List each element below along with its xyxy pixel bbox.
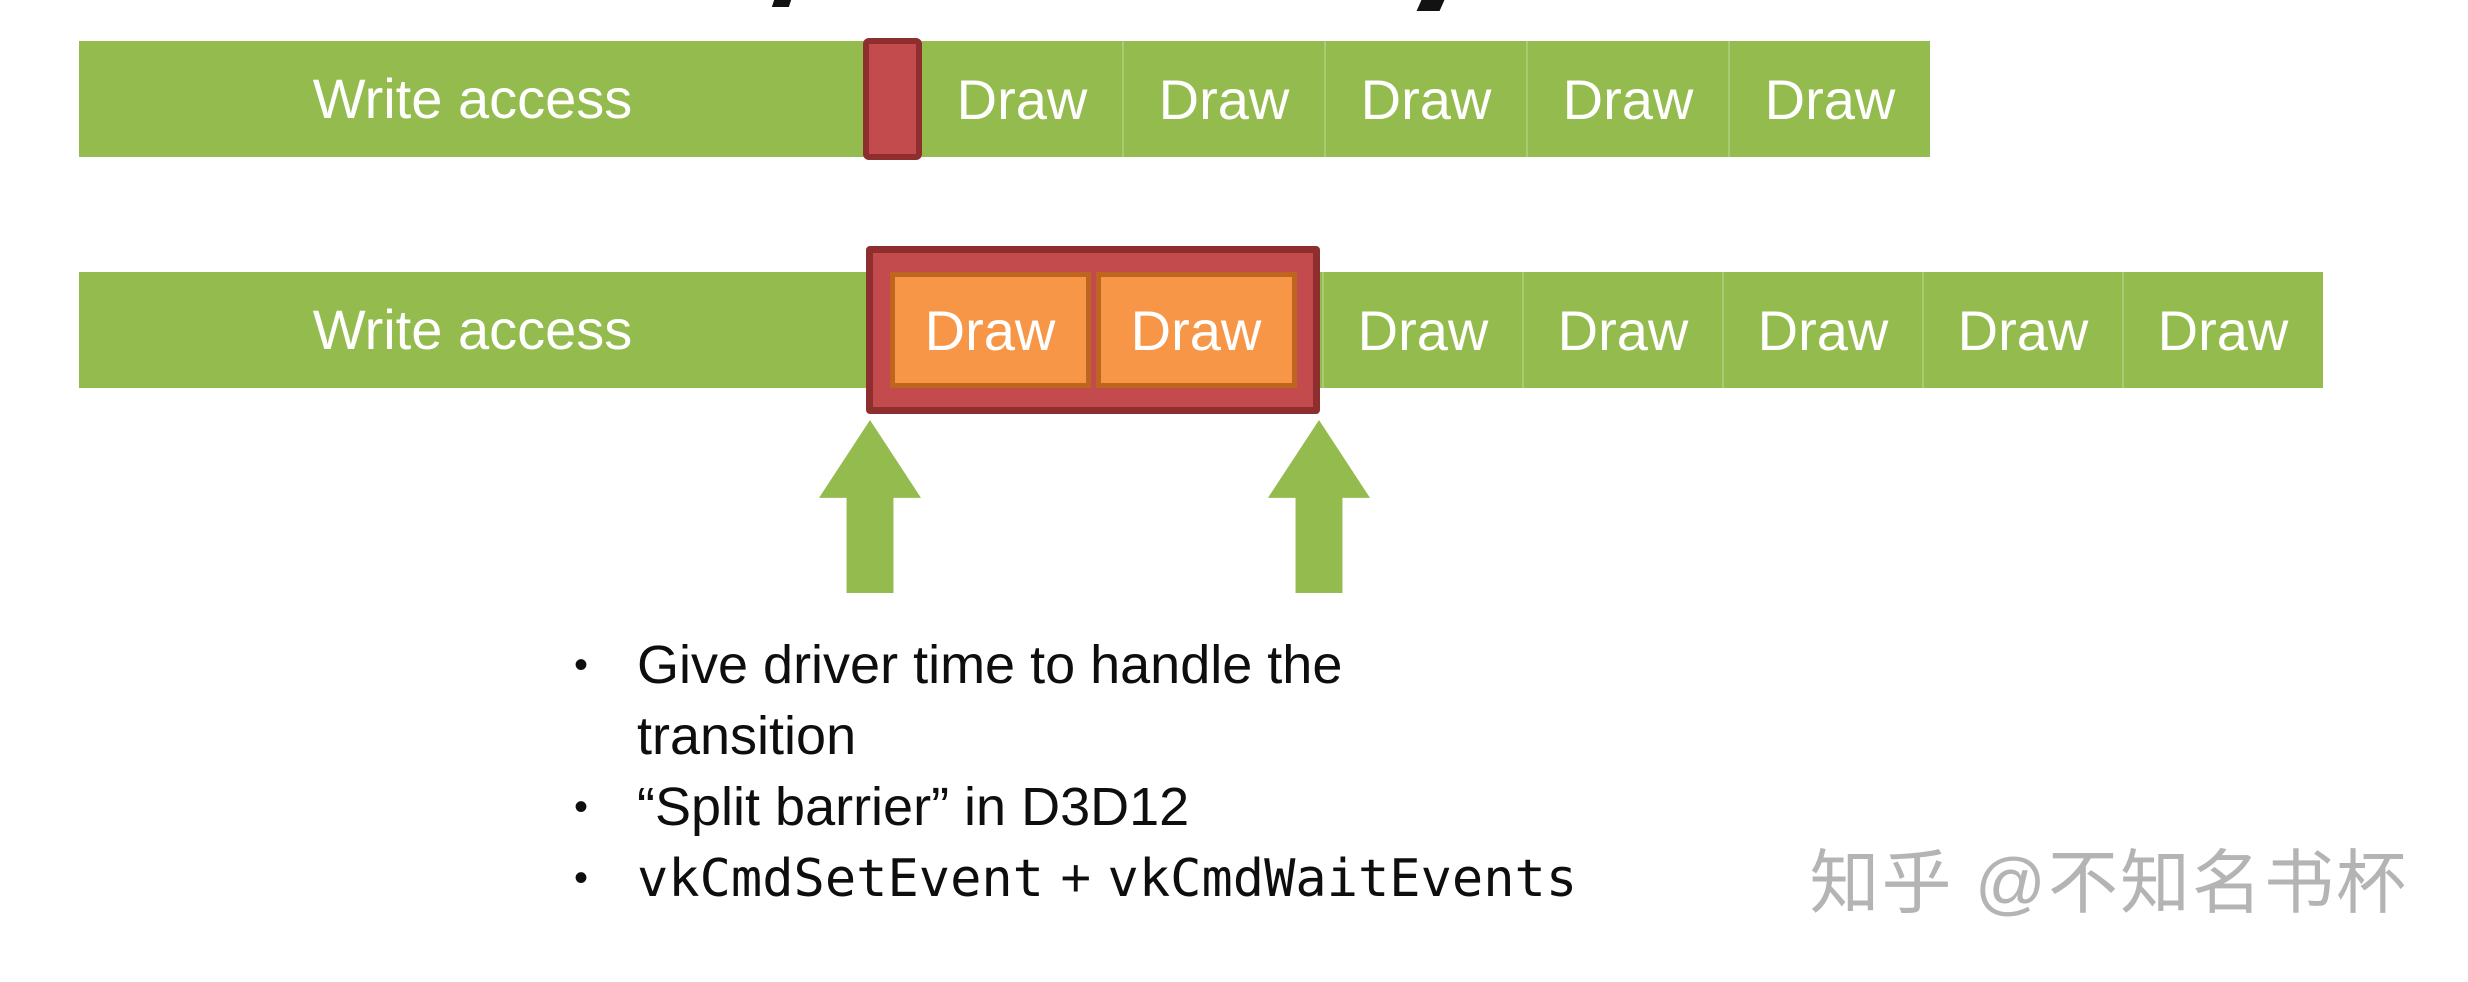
bullet-text: “Split barrier” in D3D12 [637,777,1190,837]
draw-cell: Draw [920,41,1122,157]
draw-cell: Draw [2122,272,2322,388]
timeline-bar-immediate-barrier: Write access Draw Draw Draw Draw Draw [79,41,1930,157]
bullet-dot: • [574,785,589,829]
bullet-dot: • [574,856,589,900]
draw-cell: Draw [1728,41,1930,157]
plus-sign: + [1060,848,1092,908]
draw-cell: Draw [1122,41,1324,157]
draw-cell: Draw [1922,272,2122,388]
bullet-item-vulkan-events: • vkCmdSetEvent +vkCmdWaitEvents [560,843,1577,915]
cut-off-title-mark [771,0,792,7]
bullet-dot: • [574,643,589,687]
bullet-list: • Give driver time to handle the transit… [560,630,1577,915]
bullet-item-split-barrier: • “Split barrier” in D3D12 [560,772,1560,843]
cut-off-title-mark [1416,0,1445,11]
write-access-label: Write access [312,67,633,130]
code-vkcmdwaitevents: vkCmdWaitEvents [1107,849,1578,909]
draw-cell: Draw [1324,41,1526,157]
overlapped-draw-cell: Draw [1095,272,1297,388]
bullet-text: vkCmdSetEvent +vkCmdWaitEvents [637,843,1577,915]
draw-cell: Draw [1522,272,1722,388]
pipeline-barrier-marker [863,38,922,160]
up-arrow-icon [1268,420,1370,593]
bullet-item-transition: • Give driver time to handle the transit… [560,630,1560,772]
split-barrier-box: Draw Draw [866,246,1320,414]
draw-cell: Draw [1322,272,1522,388]
write-access-label: Write access [312,298,633,361]
bullet-text: Give driver time to handle the transitio… [637,635,1343,766]
draw-cell: Draw [1722,272,1922,388]
code-vkcmdsetevent: vkCmdSetEvent [637,849,1044,909]
up-arrow-icon [819,420,921,593]
draw-cell: Draw [1526,41,1728,157]
zhihu-watermark: 知乎 @不知名书杯 [1809,844,2408,922]
overlapped-draw-cell: Draw [889,272,1091,388]
